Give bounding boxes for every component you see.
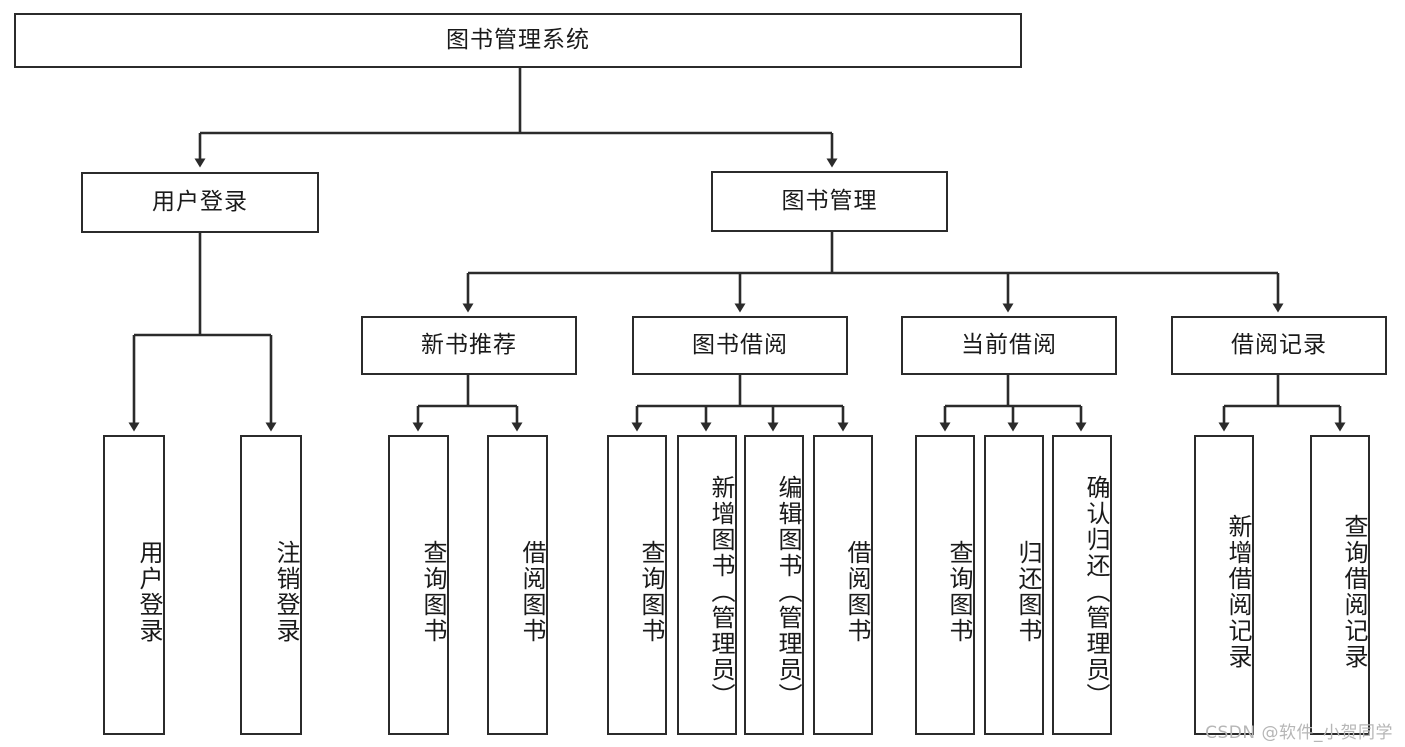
- leaf-rec-search-label: 查询借阅记录: [1340, 514, 1368, 670]
- leaf-cur-return-label: 归还图书: [1014, 540, 1042, 644]
- node-book-manage-label: 图书管理: [781, 187, 878, 214]
- leaf-user-logout[interactable]: 注销登录: [240, 435, 302, 735]
- node-root-label: 图书管理系统: [446, 26, 590, 53]
- node-current-borrow-label: 当前借阅: [961, 331, 1057, 358]
- node-user-login[interactable]: 用户登录: [81, 172, 319, 233]
- node-book-manage[interactable]: 图书管理: [711, 171, 948, 232]
- leaf-user-login-label: 用户登录: [135, 540, 163, 644]
- node-new-book-rec-label: 新书推荐: [421, 331, 517, 358]
- leaf-cur-confirm[interactable]: 确认归还（管理员）: [1052, 435, 1112, 735]
- leaf-borrow-add-label: 新增图书（管理员）: [707, 475, 735, 709]
- leaf-rec-borrow-label: 借阅图书: [518, 540, 546, 644]
- node-book-borrow[interactable]: 图书借阅: [632, 316, 848, 375]
- node-book-borrow-label: 图书借阅: [692, 331, 788, 358]
- leaf-borrow-lend-label: 借阅图书: [843, 540, 871, 644]
- leaf-borrow-edit[interactable]: 编辑图书（管理员）: [744, 435, 804, 735]
- node-new-book-rec[interactable]: 新书推荐: [361, 316, 577, 375]
- leaf-rec-borrow[interactable]: 借阅图书: [487, 435, 548, 735]
- leaf-borrow-lend[interactable]: 借阅图书: [813, 435, 873, 735]
- leaf-borrow-edit-label: 编辑图书（管理员）: [774, 475, 802, 709]
- leaf-cur-confirm-label: 确认归还（管理员）: [1082, 475, 1110, 709]
- leaf-borrow-query[interactable]: 查询图书: [607, 435, 667, 735]
- node-current-borrow[interactable]: 当前借阅: [901, 316, 1117, 375]
- node-user-login-label: 用户登录: [152, 188, 248, 215]
- leaf-rec-query-label: 查询图书: [419, 540, 447, 644]
- leaf-rec-query[interactable]: 查询图书: [388, 435, 449, 735]
- leaf-cur-return[interactable]: 归还图书: [984, 435, 1044, 735]
- leaf-borrow-query-label: 查询图书: [637, 540, 665, 644]
- leaf-cur-query-label: 查询图书: [945, 540, 973, 644]
- leaf-user-login[interactable]: 用户登录: [103, 435, 165, 735]
- csdn-watermark: CSDN @软件_小贺同学: [1205, 723, 1393, 743]
- node-root[interactable]: 图书管理系统: [14, 13, 1022, 68]
- node-borrow-record[interactable]: 借阅记录: [1171, 316, 1387, 375]
- leaf-rec-search[interactable]: 查询借阅记录: [1310, 435, 1370, 735]
- node-borrow-record-label: 借阅记录: [1231, 331, 1327, 358]
- leaf-rec-add-label: 新增借阅记录: [1224, 514, 1252, 670]
- leaf-rec-add[interactable]: 新增借阅记录: [1194, 435, 1254, 735]
- leaf-borrow-add[interactable]: 新增图书（管理员）: [677, 435, 737, 735]
- leaf-cur-query[interactable]: 查询图书: [915, 435, 975, 735]
- leaf-user-logout-label: 注销登录: [272, 540, 300, 644]
